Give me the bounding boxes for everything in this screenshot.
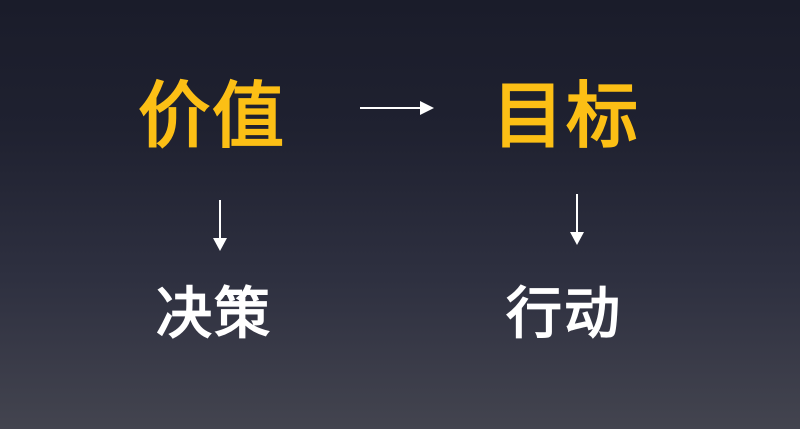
node-goal: 目标 [492, 74, 641, 158]
node-decision: 决策 [156, 282, 272, 347]
arrow-down-icon [213, 200, 227, 251]
node-value: 价值 [138, 74, 287, 158]
node-action: 行动 [506, 282, 622, 347]
arrow-down-icon [570, 194, 584, 245]
arrow-right-icon [360, 101, 434, 115]
